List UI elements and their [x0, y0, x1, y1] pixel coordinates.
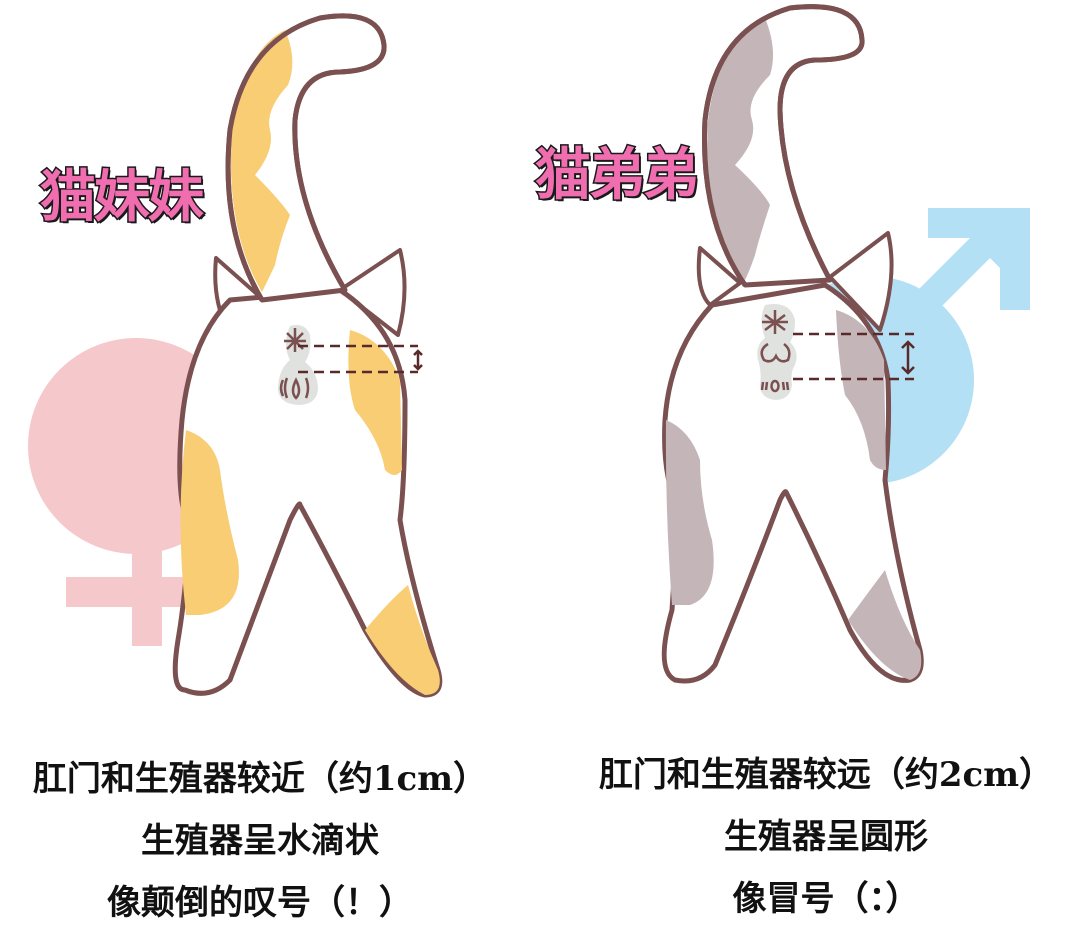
male-caption-line-2: 生殖器呈圆形 — [724, 817, 928, 857]
female-caption-line-3: 像颠倒的叹号（！） — [107, 883, 413, 923]
male-caption-line-1: 肛门和生殖器较远（约2cm） — [598, 755, 1054, 795]
female-cat — [172, 13, 443, 698]
genital-round-icon — [760, 342, 791, 393]
female-cat-title: 猫妹妹 — [39, 165, 206, 230]
female-caption-line-1: 肛门和生殖器较近（约1cm） — [32, 759, 488, 799]
distance-marker-icon — [793, 332, 915, 381]
male-caption: 肛门和生殖器较远（约2cm） 生殖器呈圆形 像冒号（：） — [570, 758, 1082, 916]
male-caption-line-3: 像冒号（：） — [732, 879, 920, 919]
female-caption-line-2: 生殖器呈水滴状 — [141, 821, 379, 861]
genital-teardrop-icon — [279, 377, 310, 400]
distance-marker-icon — [298, 344, 423, 374]
male-cat — [661, 4, 924, 684]
female-caption: 肛门和生殖器较近（约1cm） 生殖器呈水滴状 像颠倒的叹号（！） — [0, 762, 520, 920]
male-cat-title: 猫弟弟 — [534, 143, 701, 208]
anus-marker-icon — [762, 310, 788, 334]
